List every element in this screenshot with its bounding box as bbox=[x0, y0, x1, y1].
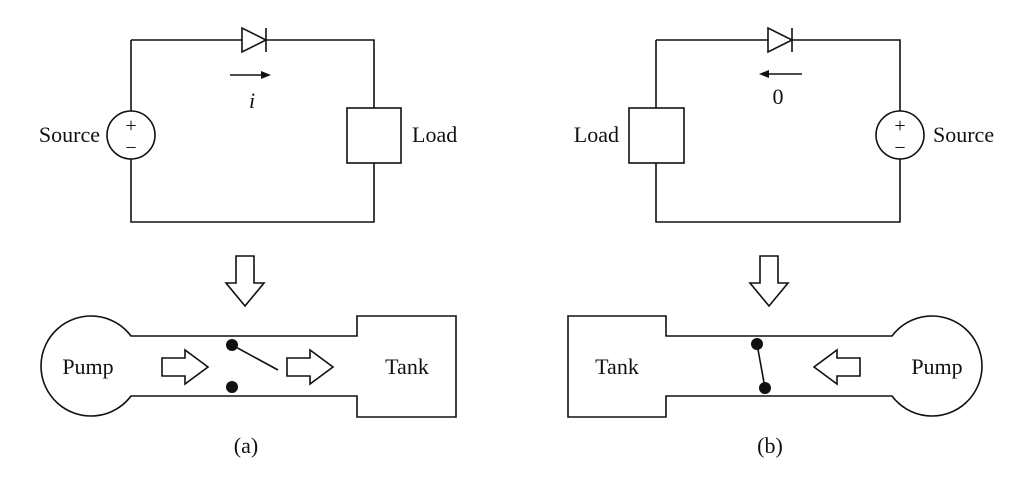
voltage-source-icon: + − bbox=[875, 110, 925, 160]
load-box-icon bbox=[346, 107, 402, 164]
tank-label-a: Tank bbox=[385, 354, 429, 379]
current-label-b: 0 bbox=[773, 84, 784, 109]
diode-icon bbox=[241, 26, 268, 54]
load-label-a: Load bbox=[412, 122, 457, 147]
circuit-a-wire-loop bbox=[130, 39, 375, 223]
down-arrow-icon bbox=[224, 255, 266, 308]
flow-arrow-icon bbox=[161, 348, 210, 386]
diode-icon bbox=[767, 26, 794, 54]
source-label-a: Source bbox=[39, 122, 100, 147]
panel-b: 0 Load + − Source Tank Pump (b) bbox=[567, 26, 994, 458]
pump-label-a: Pump bbox=[62, 354, 113, 379]
circuit-a: i + − Source Load bbox=[39, 26, 457, 223]
panel-a: i + − Source Load Pump Tank bbox=[39, 26, 457, 458]
hydraulic-b: Tank Pump bbox=[567, 315, 983, 418]
load-label-b: Load bbox=[574, 122, 619, 147]
hydraulic-a: Pump Tank bbox=[40, 315, 457, 418]
down-arrow-icon bbox=[748, 255, 790, 308]
load-box-icon bbox=[628, 107, 685, 164]
source-plus-sign: + bbox=[125, 115, 136, 137]
circuit-b: 0 Load + − Source bbox=[574, 26, 994, 223]
circuit-b-wire-loop bbox=[655, 39, 901, 223]
tank-label-b: Tank bbox=[595, 354, 639, 379]
pump-tank-outline-b bbox=[567, 315, 983, 418]
caption-a: (a) bbox=[234, 433, 258, 458]
source-label-b: Source bbox=[933, 122, 994, 147]
pump-label-b: Pump bbox=[911, 354, 962, 379]
pump-tank-outline-a bbox=[40, 315, 457, 418]
flow-arrow-icon bbox=[286, 348, 335, 386]
voltage-source-icon: + − bbox=[106, 110, 156, 160]
current-arrow-left bbox=[759, 70, 802, 78]
current-arrow-right bbox=[230, 71, 271, 79]
flow-arrow-icon bbox=[812, 348, 861, 386]
current-label-a: i bbox=[249, 88, 255, 113]
switch-icon bbox=[751, 338, 771, 394]
switch-icon bbox=[226, 339, 279, 393]
source-minus-sign: − bbox=[125, 137, 136, 159]
caption-b: (b) bbox=[757, 433, 783, 458]
source-plus-sign: + bbox=[894, 115, 905, 137]
source-minus-sign: − bbox=[894, 137, 905, 159]
